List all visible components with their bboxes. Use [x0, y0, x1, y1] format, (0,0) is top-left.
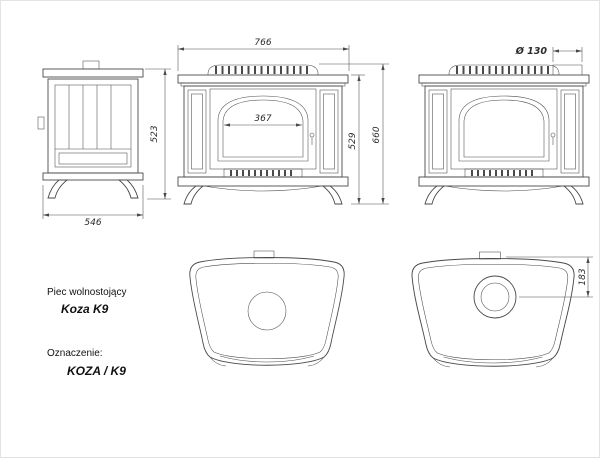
top-view-flue	[411, 251, 575, 368]
dim-side-height: 523	[145, 68, 171, 200]
top-view-flue-hole	[247, 291, 287, 331]
flue-collar	[552, 64, 583, 75]
dim-flue-diameter-text: Ø 130	[515, 46, 548, 57]
side-body-outline	[47, 78, 139, 174]
dim-side-height-text: 523	[150, 125, 160, 142]
dim-side-depth: 546	[42, 185, 144, 228]
dim-side-depth-text: 546	[84, 218, 101, 228]
dim-glass-width: 367	[224, 114, 302, 127]
product-type-label: Piec wolnostojący	[47, 287, 127, 298]
dim-flue-offset: 183	[506, 256, 593, 298]
dim-front-width: 766	[177, 38, 350, 71]
flue-outlet-outer	[473, 275, 517, 319]
designation-value: KOZA / K9	[67, 364, 126, 378]
flue-outlet-inner	[480, 282, 510, 312]
front-view-flue	[419, 65, 589, 204]
dim-body-height: 529	[348, 74, 389, 205]
side-door-handle	[37, 116, 45, 130]
designation-label: Oznaczenie:	[47, 348, 103, 359]
dim-flue-diameter: Ø 130	[515, 46, 583, 75]
side-lower-panel	[58, 152, 128, 165]
dim-flue-offset-text: 183	[578, 268, 588, 285]
dim-total-height: 660	[319, 63, 389, 204]
dim-total-height-text: 660	[372, 126, 382, 143]
side-front-leg	[47, 179, 69, 199]
side-view	[37, 60, 144, 199]
side-crest-profile	[82, 60, 100, 70]
side-base-plate	[42, 172, 144, 181]
side-back-leg	[117, 179, 139, 199]
dim-body-height-text: 529	[348, 132, 358, 149]
dim-front-width-text: 766	[254, 38, 271, 48]
dim-glass-width-text: 367	[254, 114, 271, 124]
side-top-plate	[42, 68, 144, 78]
top-view	[189, 250, 345, 367]
side-panel-frame	[54, 84, 132, 168]
product-name-label: Koza K9	[61, 302, 109, 316]
front-view	[178, 65, 348, 204]
